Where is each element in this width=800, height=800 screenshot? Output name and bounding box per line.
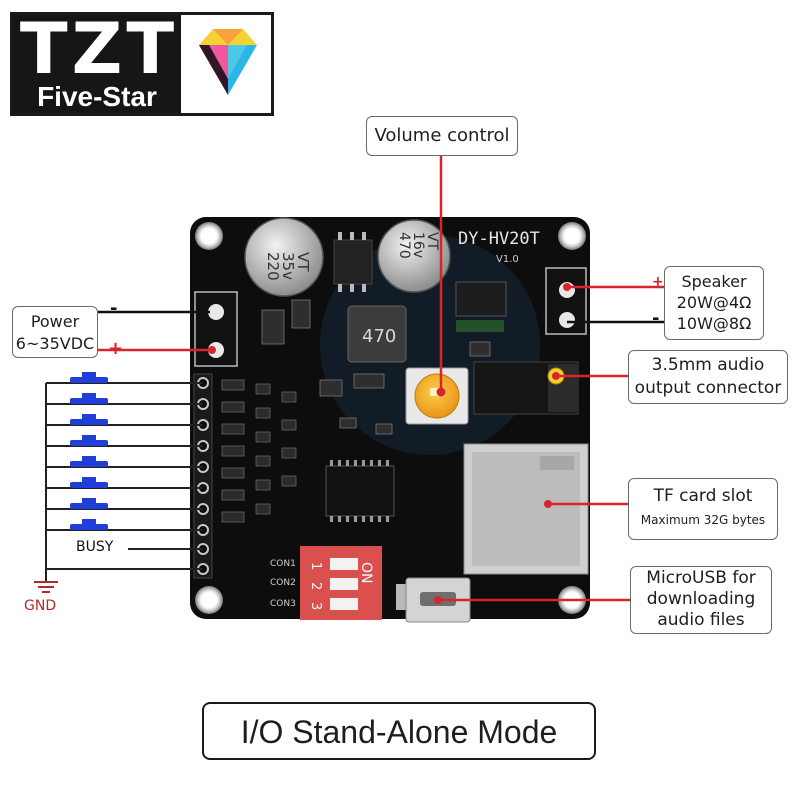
power-callout: Power 6~35VDC xyxy=(12,306,98,358)
speaker-plus-sign: + xyxy=(652,274,664,290)
cap-left-text-1: 220 xyxy=(264,252,282,281)
mount-hole-tr xyxy=(558,222,586,250)
speaker-minus-sign: - xyxy=(652,308,660,329)
dip-on-label: ON xyxy=(358,562,374,584)
cap-right-text-2: 16v xyxy=(410,232,426,258)
cap-left-text-2: 35v xyxy=(279,252,297,280)
dip-number-1: 1 xyxy=(308,562,323,570)
diamond-icon xyxy=(199,29,257,95)
speaker-spec-8ohm: 10W@8Ω xyxy=(676,314,752,333)
microusb-line-2: downloading xyxy=(646,589,756,609)
dip-number-3: 3 xyxy=(308,602,323,610)
cap-right-text-3: VT xyxy=(424,232,440,251)
speaker-callout: Speaker 20W@4Ω 10W@8Ω xyxy=(664,266,764,340)
speaker-spec-4ohm: 20W@4Ω xyxy=(676,293,752,312)
gnd-label: GND xyxy=(24,598,57,614)
con3-label: CON3 xyxy=(270,599,296,609)
logo-subtitle: Five-Star xyxy=(37,81,157,112)
speaker-label: Speaker xyxy=(681,272,747,291)
brand-logo: TZT Five-Star xyxy=(10,9,274,116)
power-voltage: 6~35VDC xyxy=(15,334,95,353)
con2-label: CON2 xyxy=(270,578,296,588)
mount-hole-bl xyxy=(195,586,223,614)
inductor: 470 xyxy=(347,305,407,363)
con1-label: CON1 xyxy=(270,559,296,569)
board-model: DY-HV20T xyxy=(458,229,540,249)
capacitor-right: 470 16v VT xyxy=(377,219,451,293)
busy-pin-label: BUSY xyxy=(76,539,114,555)
inductor-label: 470 xyxy=(362,326,396,347)
push-buttons xyxy=(70,372,108,530)
regulator-chip xyxy=(333,239,373,285)
amplifier-chip xyxy=(455,281,507,317)
button-wiring xyxy=(45,382,203,582)
logo-brand-text: TZT xyxy=(19,8,179,90)
audio-output-line-2: output connector xyxy=(634,378,782,398)
tf-card-capacity: Maximum 32G bytes xyxy=(640,513,766,527)
tf-card-label: TF card slot xyxy=(653,486,753,506)
mount-hole-tl xyxy=(195,222,223,250)
audio-jack xyxy=(473,361,579,415)
volume-control-callout: Volume control xyxy=(366,116,518,156)
logo-dark-panel: TZT Five-Star xyxy=(13,9,181,113)
audio-output-line-1: 3.5mm audio xyxy=(651,355,765,375)
speaker-terminal xyxy=(545,267,587,335)
power-label: Power xyxy=(30,312,80,331)
mode-title: I/O Stand-Alone Mode xyxy=(202,702,596,760)
audio-output-callout: 3.5mm audio output connector xyxy=(628,350,788,404)
cap-right-text-1: 470 xyxy=(396,232,412,259)
microusb-line-3: audio files xyxy=(657,610,745,630)
cap-left-text-3: VT xyxy=(294,252,312,272)
volume-potentiometer xyxy=(405,367,469,425)
tf-card-slot xyxy=(463,443,589,575)
ground-icon xyxy=(34,581,58,593)
power-minus-sign: - xyxy=(110,298,118,319)
dip-number-2: 2 xyxy=(308,582,323,590)
power-plus-sign: + xyxy=(108,338,124,359)
board-version: V1.0 xyxy=(496,254,519,265)
dip-switch: ON 1 2 3 xyxy=(300,546,382,620)
microusb-line-1: MicroUSB for xyxy=(646,568,756,588)
capacitor-left: 220 35v VT xyxy=(244,217,324,297)
tf-card-callout: TF card slot Maximum 32G bytes xyxy=(628,478,778,540)
main-ic xyxy=(325,460,395,522)
microusb-callout: MicroUSB for downloading audio files xyxy=(630,566,772,634)
power-terminal xyxy=(194,291,238,367)
